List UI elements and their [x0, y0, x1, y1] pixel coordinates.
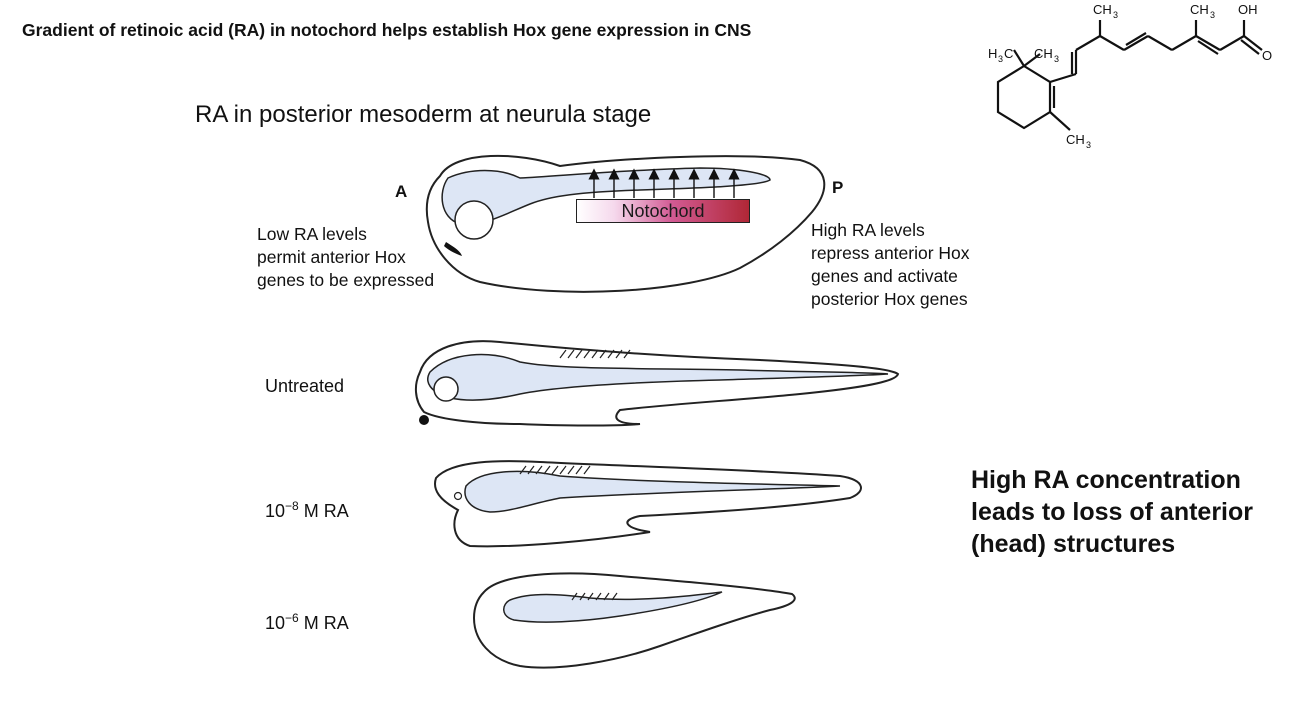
high-dose-somite-marks: [571, 592, 618, 601]
page-title: Gradient of retinoic acid (RA) in notoch…: [22, 20, 752, 40]
untreated-neural-tissue: [427, 353, 889, 401]
svg-text:CH: CH: [1190, 2, 1209, 17]
low-dose-base: 10: [265, 501, 286, 521]
untreated-cement-gland: [419, 415, 429, 425]
svg-text:3: 3: [1113, 10, 1118, 20]
neurula-cement-gland: [444, 242, 462, 256]
svg-text:O: O: [1262, 48, 1272, 63]
svg-text:3: 3: [1086, 140, 1091, 150]
high-dose-label: 10−6 M RA: [265, 611, 349, 634]
high-ra-note: High RA levels repress anterior Hox gene…: [811, 220, 970, 309]
low-dose-label: 10−8 M RA: [265, 499, 349, 522]
untreated-eye: [433, 376, 459, 402]
high-dose-unit: M RA: [298, 613, 349, 633]
untreated-somite-marks: [559, 349, 631, 359]
high-dose-base: 10: [265, 613, 286, 633]
svg-text:OH: OH: [1238, 2, 1258, 17]
untreated-tadpole-outline: [414, 340, 900, 427]
figure-heading: RA in posterior mesoderm at neurula stag…: [195, 101, 652, 128]
conclusion-text: High RA concentration leads to loss of a…: [971, 466, 1254, 558]
svg-text:CH: CH: [1034, 46, 1053, 61]
svg-text:3: 3: [1054, 54, 1059, 64]
svg-text:C: C: [1004, 46, 1013, 61]
svg-text:CH: CH: [1093, 2, 1112, 17]
low-ra-note: Low RA levels permit anterior Hox genes …: [257, 224, 435, 290]
low-dose-neural-tissue: [464, 470, 841, 513]
notochord-bar: [576, 199, 750, 223]
low-dose-exponent: −8: [285, 499, 299, 513]
svg-text:H: H: [988, 46, 997, 61]
svg-text:3: 3: [1210, 10, 1215, 20]
notochord-label: Notochord: [621, 201, 705, 221]
neurula-eye: [454, 200, 494, 240]
low-dose-eye: [453, 491, 463, 501]
posterior-label: P: [832, 178, 844, 197]
ra-arrows: [588, 168, 740, 198]
high-dose-exponent: −6: [285, 611, 299, 625]
low-dose-unit: M RA: [298, 501, 349, 521]
low-dose-somite-marks: [519, 465, 591, 475]
svg-text:3: 3: [998, 54, 1003, 64]
high-dose-neural-tissue: [503, 591, 723, 623]
anterior-label: A: [395, 182, 408, 201]
retinoic-acid-structure: [996, 20, 1263, 131]
svg-text:CH: CH: [1066, 132, 1085, 147]
untreated-label: Untreated: [265, 376, 345, 396]
